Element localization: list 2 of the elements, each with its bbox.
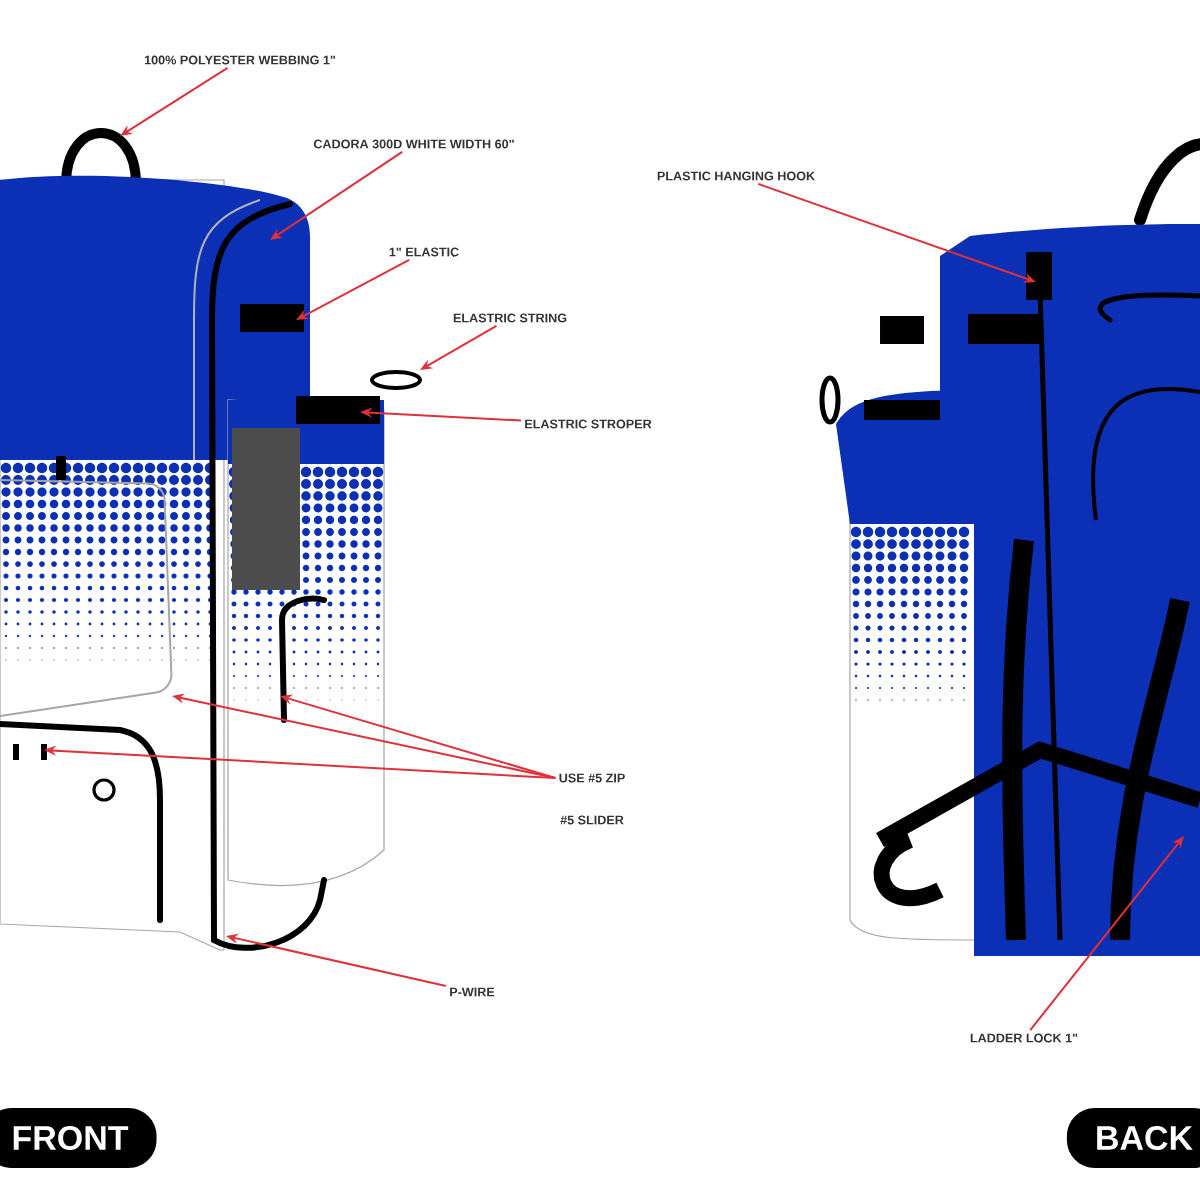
view-label: BACK [1066, 1108, 1200, 1169]
view-label: FRONT [0, 1108, 157, 1169]
